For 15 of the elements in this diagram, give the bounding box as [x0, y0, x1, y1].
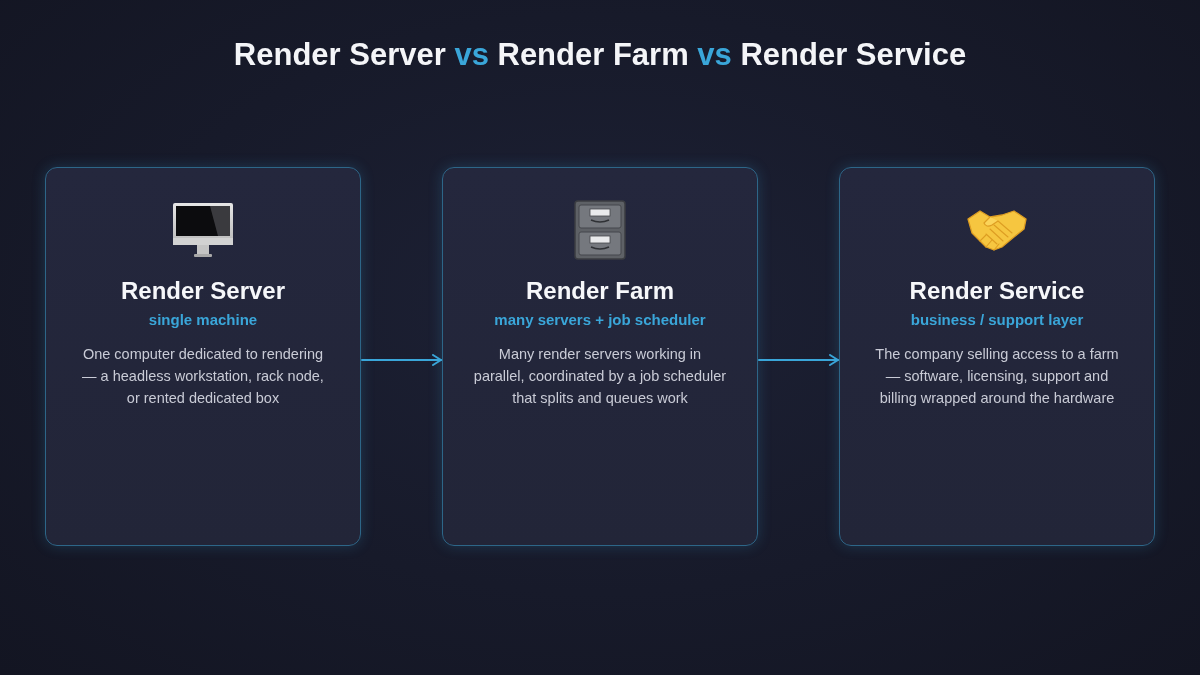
card-subtitle: many servers + job scheduler	[494, 310, 706, 330]
arrow	[758, 354, 839, 366]
card-heading: Render Farm	[525, 276, 674, 306]
info-card	[839, 167, 1155, 546]
title: Render Server vs Render Farm vs Render Service	[232, 36, 968, 74]
card-heading: Render Service	[909, 276, 1085, 306]
card-heading: Render Server	[120, 276, 286, 306]
arrow	[361, 354, 442, 366]
card-description: One computer dedicated to rendering — a headless workstation, rack node, or rented dedicated box	[81, 345, 325, 408]
card-description: The company selling access to a farm — software, licensing, support and billing wrapped around the hardware	[874, 345, 1120, 408]
card-subtitle: single machine	[148, 310, 258, 330]
card-description: Many render servers working in parallel, coordinated by a job scheduler that splits and queues work	[473, 345, 727, 408]
info-card	[45, 167, 361, 546]
info-card	[442, 167, 758, 546]
card-subtitle: business / support layer	[910, 310, 1084, 330]
